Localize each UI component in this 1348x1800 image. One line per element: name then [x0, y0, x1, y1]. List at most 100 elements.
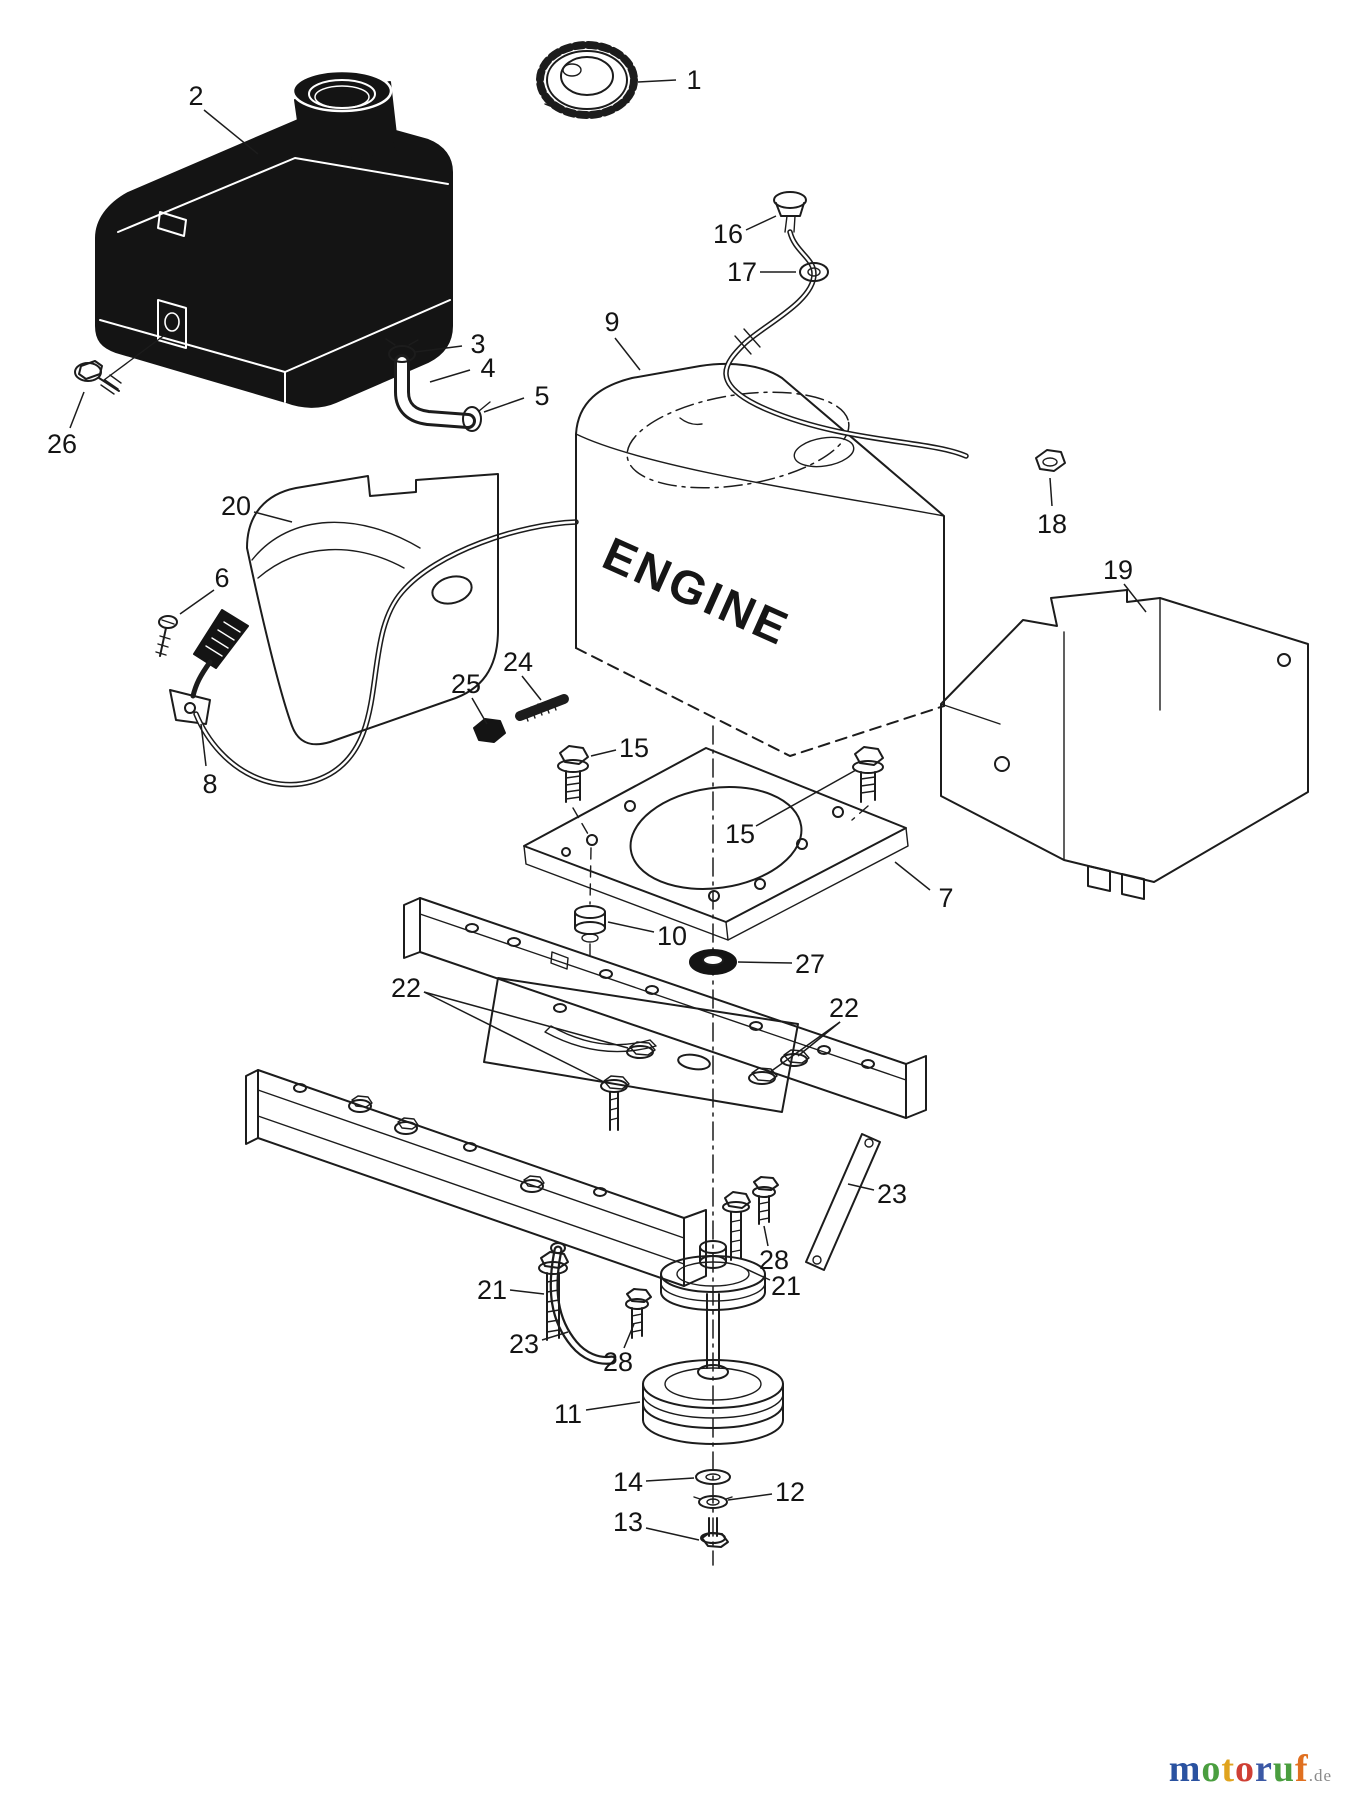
watermark-letter: r: [1255, 1748, 1273, 1790]
callout-leader-line: [763, 1225, 769, 1247]
callout-leader-line: [1049, 477, 1053, 507]
washer-12: [693, 1495, 733, 1509]
callout-label-24: 24: [503, 647, 533, 677]
callout-label-7: 7: [938, 883, 953, 913]
nut-25: [473, 718, 506, 743]
bolt-26: [74, 360, 122, 395]
callout-label-5: 5: [534, 381, 549, 411]
control-bracket-panel: [246, 473, 499, 746]
callout-leader-line: [483, 397, 525, 413]
throttle-lever: [169, 609, 249, 725]
callout-leader-line: [727, 1493, 773, 1501]
engine: ENGINE: [575, 362, 945, 757]
watermark-suffix: .de: [1308, 1766, 1332, 1785]
callout-leader-line: [179, 589, 215, 615]
callout-label-23: 23: [509, 1329, 539, 1359]
bolt-13: [700, 1517, 729, 1548]
fuel-cap: [536, 41, 638, 119]
callout-leader-line: [623, 1323, 635, 1349]
fasteners-22: [600, 1041, 810, 1131]
callout-label-15: 15: [725, 819, 755, 849]
watermark-letter: t: [1221, 1748, 1236, 1790]
bolt-28-left: [625, 1288, 652, 1339]
callout-label-1: 1: [686, 65, 701, 95]
frame-bolt: [394, 1117, 419, 1135]
cable-grommet-17: [799, 262, 829, 282]
callout-leader-line: [637, 79, 677, 83]
callout-label-11: 11: [554, 1399, 582, 1429]
callout-leader-line: [203, 109, 259, 155]
callout-label-22: 22: [391, 973, 421, 1003]
pulley-shaft: [706, 1293, 720, 1369]
callout-leader-line: [414, 345, 463, 353]
spacer-10: [574, 905, 606, 943]
callout-leader-line: [847, 1183, 875, 1191]
washer-14: [695, 1469, 731, 1485]
callout-leader-line: [737, 961, 793, 964]
bracket-23-right: [805, 1133, 881, 1271]
bolt-15-left: [557, 745, 589, 803]
callout-leader-line: [769, 1021, 841, 1073]
callout-label-28: 28: [603, 1347, 633, 1377]
callout-label-2: 2: [188, 81, 203, 111]
throttle-cable: [193, 519, 579, 788]
hose-clamp-3: [385, 338, 419, 363]
watermark-letter: o: [1201, 1748, 1222, 1790]
callout-leader-line: [755, 769, 857, 827]
frame-rails: [245, 897, 927, 1287]
bolt-15-right: [852, 746, 884, 803]
callout-leader-line: [541, 1331, 569, 1341]
engine-label: ENGINE: [595, 526, 798, 655]
choke-knob: [773, 191, 807, 233]
callout-leader-line: [590, 749, 617, 757]
callout-label-18: 18: [1037, 509, 1067, 539]
callout-leader-line: [423, 991, 629, 1049]
callout-label-4: 4: [480, 353, 495, 383]
callout-label-10: 10: [657, 921, 687, 951]
choke-cable: [723, 229, 969, 459]
callout-label-12: 12: [775, 1477, 805, 1507]
callout-leader-line: [614, 337, 641, 371]
flange-nut-22: [626, 1041, 656, 1059]
callout-leader-line: [521, 675, 542, 701]
watermark-letter: m: [1168, 1748, 1202, 1790]
callout-label-27: 27: [795, 949, 825, 979]
callout-label-16: 16: [713, 219, 743, 249]
callout-leader-line: [200, 723, 207, 767]
callout-label-9: 9: [604, 307, 619, 337]
upper-pulley: [660, 1240, 766, 1311]
washer-27: [689, 949, 737, 975]
callout-label-14: 14: [613, 1467, 643, 1497]
bolt-28-right: [752, 1176, 779, 1225]
callout-leader-line: [585, 1401, 641, 1411]
throttle-screw-6: [155, 615, 178, 657]
watermark-letter: o: [1235, 1748, 1256, 1790]
watermark-letter: f: [1295, 1748, 1309, 1790]
callout-leader-line: [645, 1477, 695, 1482]
callout-label-22: 22: [829, 993, 859, 1023]
lower-pulley: [642, 1359, 784, 1445]
callout-label-3: 3: [470, 329, 485, 359]
callout-label-28: 28: [759, 1245, 789, 1275]
watermark-logo: motoruf.de: [1169, 1750, 1332, 1788]
frame-bolt: [520, 1175, 545, 1193]
engine-mounting-plate: [523, 747, 909, 941]
bolt-21-right: [722, 1191, 751, 1261]
callout-leader-line: [645, 1527, 700, 1541]
callout-label-20: 20: [221, 491, 251, 521]
callout-leader-line: [471, 697, 488, 725]
watermark-letter: u: [1272, 1748, 1296, 1790]
flange-bolt-22: [600, 1075, 630, 1131]
callout-leader-line: [894, 861, 931, 891]
callout-leader-line: [69, 391, 85, 429]
callout-label-8: 8: [202, 769, 217, 799]
fuel-tank: [95, 69, 453, 408]
hose-clamp-5: [462, 401, 491, 432]
fuel-hose: [385, 338, 491, 432]
bolt-21-left: [538, 1251, 569, 1341]
callout-leader-line: [745, 215, 777, 231]
callout-label-21: 21: [771, 1271, 801, 1301]
callout-label-6: 6: [214, 563, 229, 593]
